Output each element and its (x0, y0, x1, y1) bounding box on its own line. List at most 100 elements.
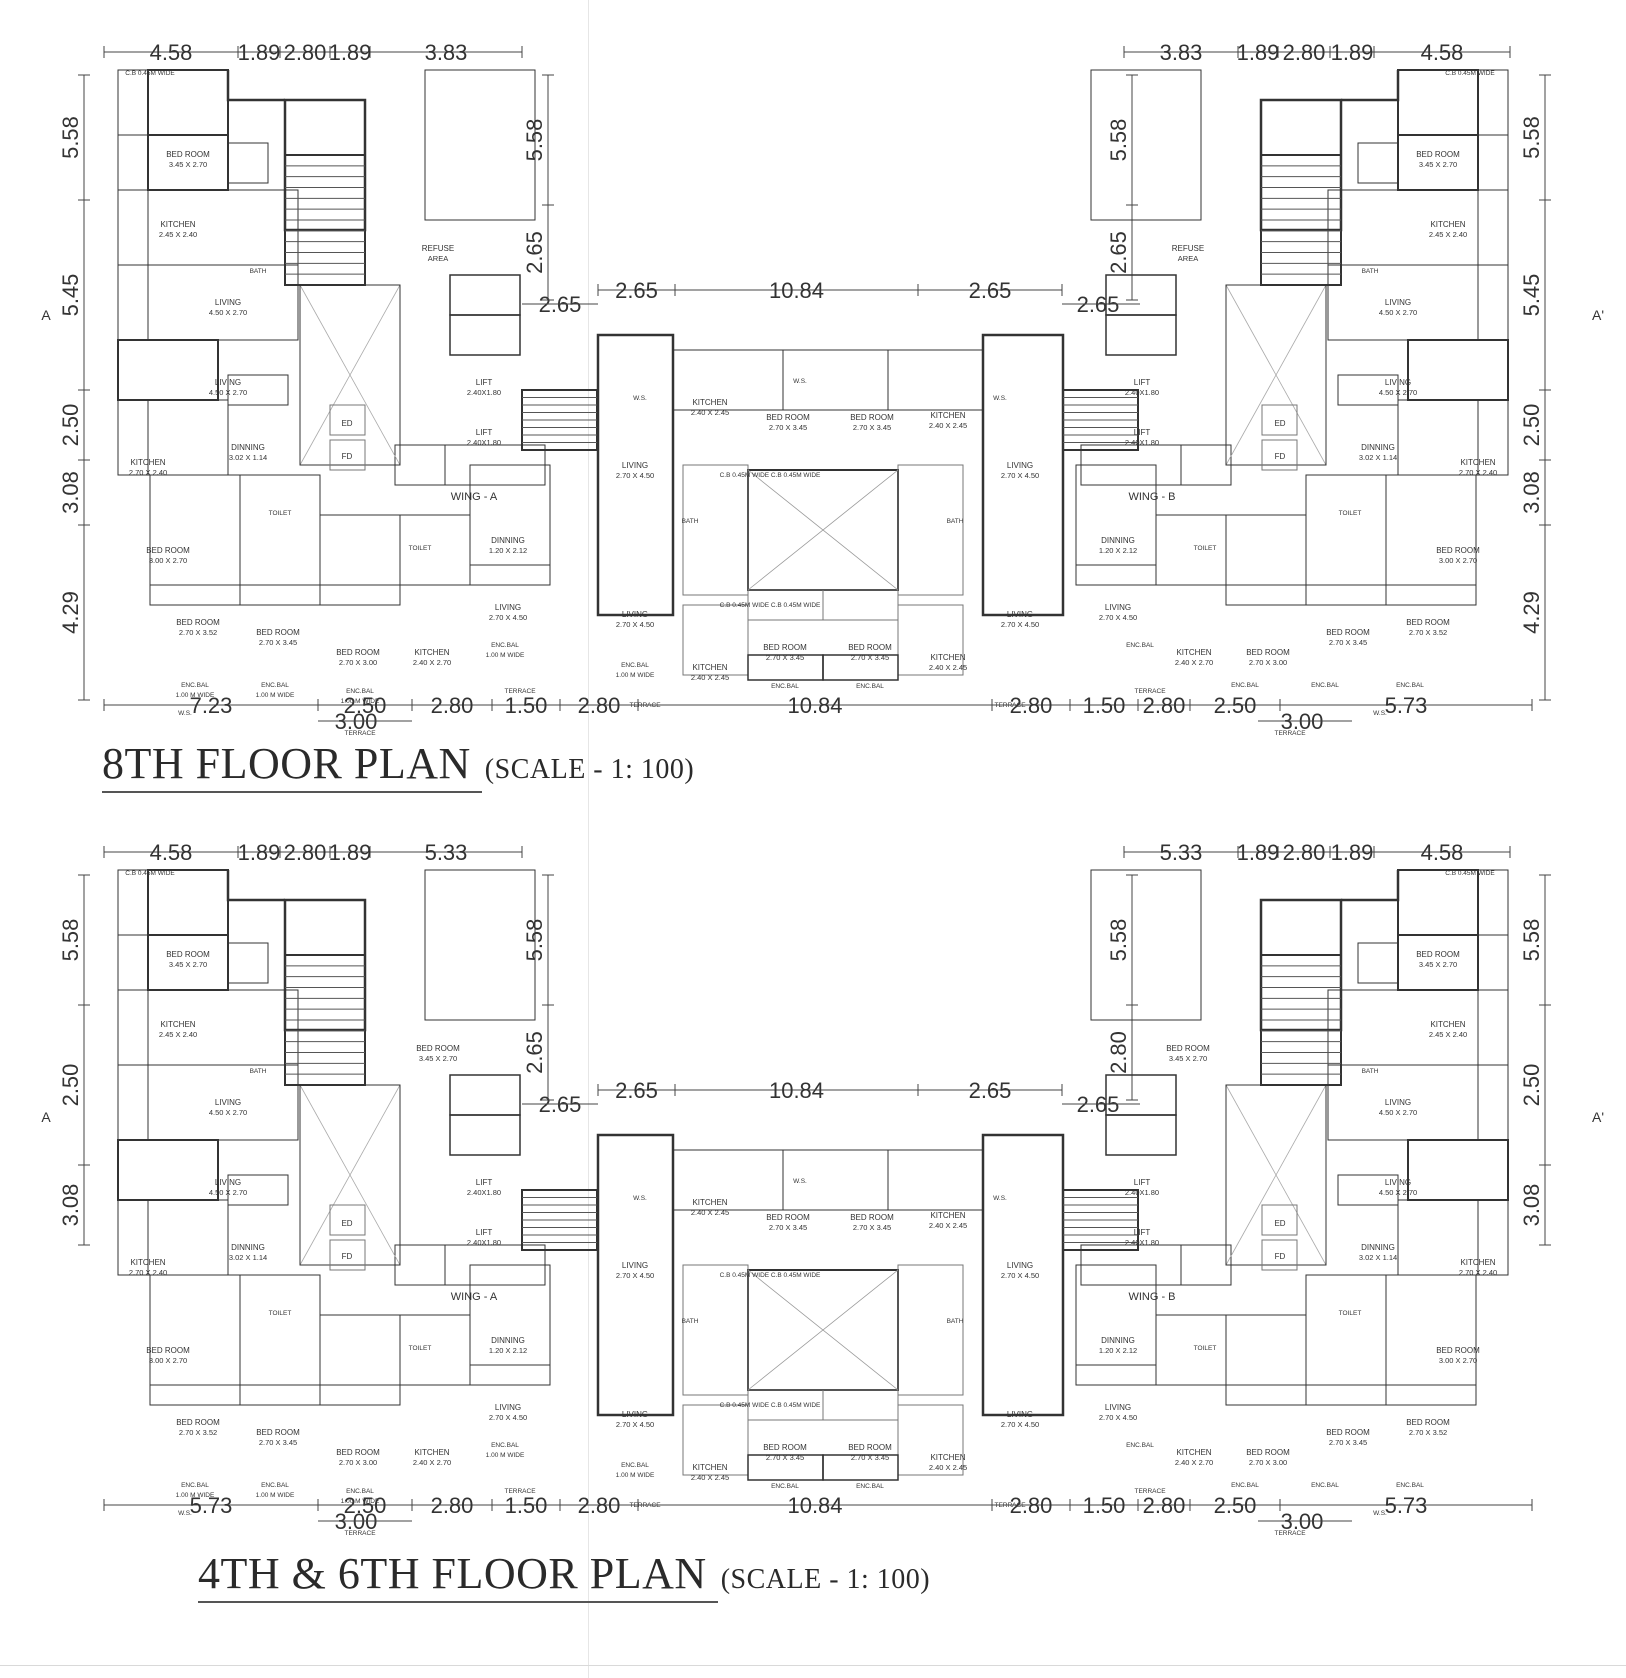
small-label: C.B 0.45M WIDE (125, 70, 175, 77)
side-dimension: 4.29 (58, 591, 83, 634)
side-dimension: 2.50 (58, 1064, 83, 1107)
wall (117, 989, 149, 1066)
wall (394, 1244, 446, 1286)
room-size: 3.02 X 1.14 (229, 1253, 267, 1262)
wall (887, 1149, 984, 1211)
top-dimension: 2.80 (284, 840, 327, 865)
room-name: BED ROOM (416, 1044, 460, 1053)
bottom-dimension: 7.23 (190, 693, 233, 718)
wall (227, 942, 269, 984)
small-label: ENC.BAL (346, 1488, 374, 1495)
small-label: ENC.BAL (261, 1482, 289, 1489)
small-label: 1.00 M WIDE (176, 1492, 215, 1499)
room-size: 2.70 X 4.50 (616, 471, 654, 480)
small-label: C.B 0.45M WIDE (1445, 870, 1495, 877)
top-dimension: 4.58 (1421, 840, 1464, 865)
wall (1397, 69, 1479, 136)
top-dimension: 3.83 (1160, 40, 1203, 65)
room-size: 3.02 X 1.14 (1359, 453, 1397, 462)
room-size: 2.70 X 3.52 (179, 628, 217, 637)
wall (226, 70, 285, 102)
bottom-dimension: 5.73 (1385, 693, 1428, 718)
partition (897, 604, 964, 676)
wall (1305, 584, 1387, 606)
room-size: 3.00 X 2.70 (1439, 1356, 1477, 1365)
wall (147, 869, 229, 936)
wall (1407, 1139, 1509, 1201)
small-label: ENC.BAL (1311, 682, 1339, 689)
small-label: 1.00 M WIDE (486, 1452, 525, 1459)
plan-scale-text: (SCALE - 1: 100) (720, 1564, 931, 1595)
wall (1477, 1064, 1509, 1141)
room-size: 2.40X1.80 (1125, 1188, 1159, 1197)
wall (149, 474, 241, 586)
room-name: LIVING (215, 378, 241, 387)
partition (822, 1389, 899, 1421)
title-underline (198, 1601, 718, 1603)
room-name: KITCHEN (930, 411, 965, 420)
room-name: BED ROOM (256, 628, 300, 637)
wall (424, 69, 536, 221)
wall (469, 1364, 551, 1386)
small-label: W.S. (633, 1195, 647, 1202)
room-name: KITCHEN (692, 398, 727, 407)
wall (117, 134, 149, 191)
wall (1477, 989, 1509, 1066)
bottom-dimension: 1.50 (1083, 1493, 1126, 1518)
wall (117, 1199, 149, 1276)
wall (469, 564, 551, 586)
room-name: DINNING (231, 443, 265, 452)
top-dimension: 1.89 (329, 40, 372, 65)
room-size: 2.70 X 4.50 (1001, 1271, 1039, 1280)
room-size: 2.40 X 2.70 (1175, 1458, 1213, 1467)
partition (329, 1204, 366, 1236)
room-name: KITCHEN (130, 458, 165, 467)
room-name: LIVING (1385, 298, 1411, 307)
partition (329, 439, 366, 471)
wall (1105, 314, 1177, 356)
room-size: 2.45 X 2.40 (159, 1030, 197, 1039)
partition (897, 464, 964, 596)
room-size: 3.45 X 2.70 (1169, 1054, 1207, 1063)
small-label: TOILET (269, 1310, 292, 1317)
wall (672, 349, 784, 411)
small-label: BATH (682, 518, 699, 525)
room-size: 2.70 X 3.00 (1249, 658, 1287, 667)
inner-dimension: 2.65 (522, 231, 547, 274)
small-label: ENC.BAL (621, 1462, 649, 1469)
wall (1259, 98, 1343, 232)
wall (117, 69, 149, 136)
ed-label: ED (1274, 1219, 1285, 1228)
room-name: KITCHEN (1460, 1258, 1495, 1267)
room-name: REFUSE (422, 244, 454, 253)
small-label: ENC.BAL (346, 688, 374, 695)
small-label: C.B 0.45M WIDE C.B 0.45M WIDE (720, 1402, 821, 1409)
wall (1225, 1314, 1307, 1386)
wall (981, 333, 1065, 617)
wall (1225, 584, 1307, 606)
plan-title-text: 8TH FLOOR PLAN (102, 739, 471, 788)
small-label: TERRACE (1134, 688, 1166, 695)
small-label: 1.00 M WIDE (616, 672, 655, 679)
inner-dimension: 2.65 (1106, 231, 1131, 274)
room-size: 3.45 X 2.70 (1419, 160, 1457, 169)
room-size: 2.70 X 4.50 (616, 1420, 654, 1429)
partition (329, 404, 366, 436)
room-size: AREA (1178, 254, 1198, 263)
wall (1477, 69, 1509, 136)
room-size: 2.40X1.80 (1125, 1238, 1159, 1247)
wall (1341, 870, 1400, 902)
partition (682, 1264, 749, 1396)
wall (239, 1274, 321, 1386)
wall (117, 1139, 219, 1201)
bottom-dimension: 2.80 (1010, 693, 1053, 718)
inner-dimension: 2.65 (522, 1031, 547, 1074)
wall (1090, 869, 1202, 1021)
wall (1337, 374, 1399, 406)
small-label: 1.00 M WIDE (616, 1472, 655, 1479)
room-name: DINNING (491, 1336, 525, 1345)
room-size: 2.40X1.80 (467, 1238, 501, 1247)
partition (682, 1404, 749, 1476)
mid-dimension: 10.84 (769, 278, 824, 303)
room-name: LIFT (1134, 378, 1151, 387)
